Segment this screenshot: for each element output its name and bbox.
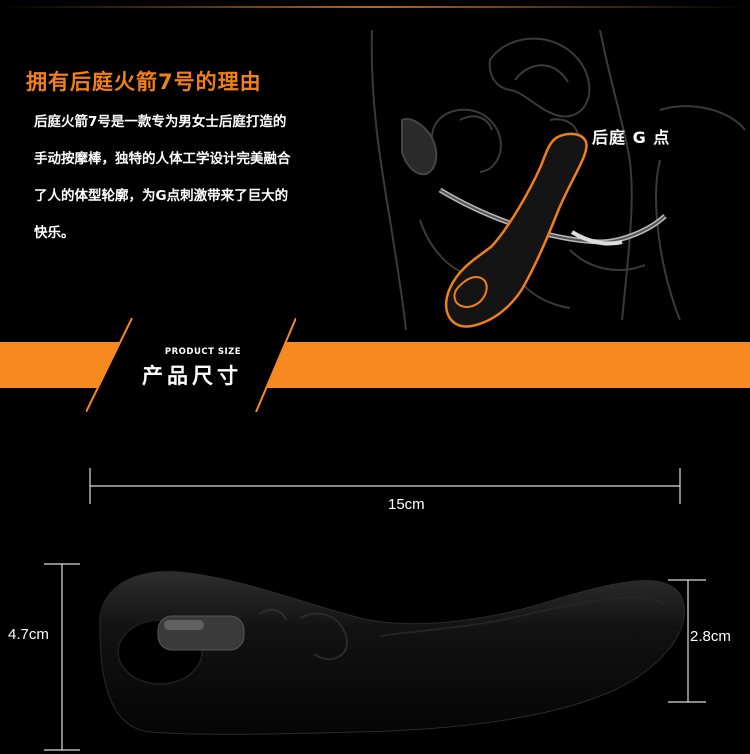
description-line: 快乐。	[34, 225, 75, 241]
headline: 拥有后庭火箭7号的理由	[26, 70, 262, 94]
dimension-lines	[44, 468, 706, 751]
description-line: 后庭火箭7号是一款专为男女士后庭打造的	[34, 114, 287, 130]
description-line: 手动按摩棒，独特的人体工学设计完美融合	[34, 151, 291, 167]
section-title-cn: 产品尺寸	[142, 364, 242, 388]
description-line: 了人的体型轮廓，为G点刺激带来了巨大的	[34, 188, 289, 204]
section-tab	[86, 318, 296, 412]
anatomy-illustration	[370, 29, 746, 331]
product-image	[99, 571, 685, 735]
tip-dimension: 2.8cm	[690, 628, 731, 645]
anatomy-label: 后庭 G 点	[592, 128, 671, 147]
height-dimension: 4.7cm	[8, 626, 49, 643]
length-dimension: 15cm	[388, 496, 425, 513]
description: 后庭火箭7号是一款专为男女士后庭打造的 手动按摩棒，独特的人体工学设计完美融合 …	[34, 104, 354, 252]
section-title-en: PRODUCT SIZE	[164, 347, 242, 357]
top-divider-line	[0, 6, 750, 8]
